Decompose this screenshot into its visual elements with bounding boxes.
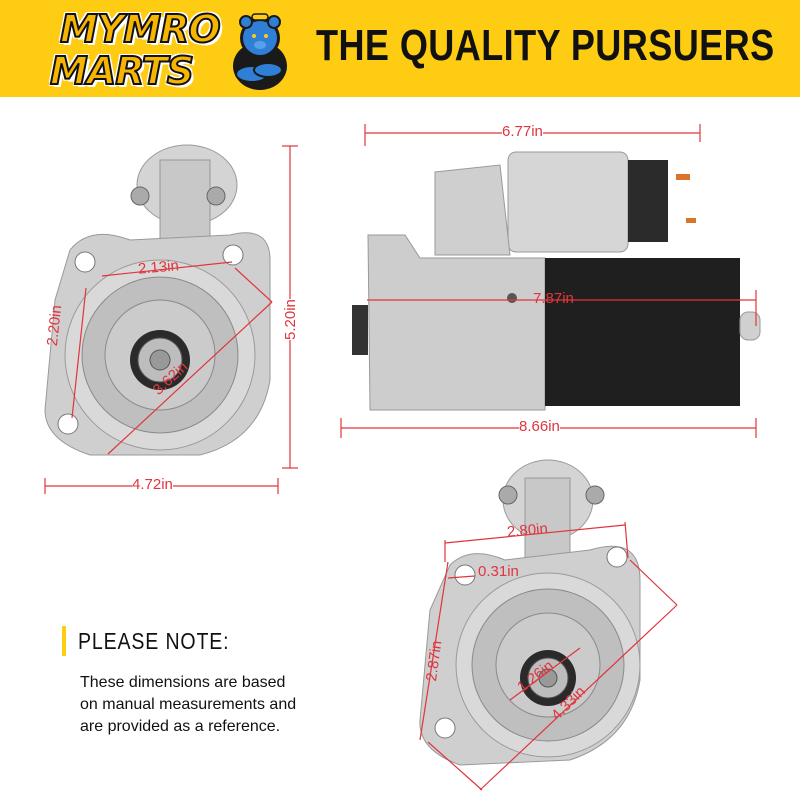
dim-detail-hole-diameter: 0.31in [478, 563, 519, 580]
dim-detail-bolt-spacing: 2.80in [506, 520, 549, 541]
header-banner: MYMRO MARTS THE QUALITY PURSUERS [0, 0, 800, 97]
dim-side-solenoid-length: 6.77in [502, 123, 543, 140]
note-accent-bar [62, 626, 66, 656]
brand-logo: MYMRO MARTS [49, 6, 287, 94]
dim-side-body-length: 7.87in [533, 290, 574, 307]
dim-side-overall-length: 8.66in [519, 418, 560, 435]
brand-logo-text: MYMRO MARTS [49, 6, 222, 93]
tagline: THE QUALITY PURSUERS [316, 21, 775, 70]
note-line: are provided as a reference. [80, 718, 281, 735]
detail-dimension-lines [419, 521, 678, 791]
note-title: PLEASE NOTE: [78, 628, 230, 654]
dim-front-total-width: 4.72in [132, 476, 173, 493]
front-view-detail-starter [419, 459, 641, 766]
front-view-starter [44, 144, 271, 456]
note-line: on manual measurements and [80, 696, 297, 713]
side-view-starter [352, 151, 761, 411]
note-line: These dimensions are based [80, 674, 286, 691]
brand-line-2: MARTS [49, 49, 195, 93]
note-body: These dimensions are based on manual mea… [80, 672, 380, 738]
dim-front-total-height: 5.20in [282, 299, 299, 340]
brand-line-1: MYMRO [59, 7, 222, 51]
dim-front-bolt-spacing: 2.13in [137, 257, 180, 278]
bear-mascot-icon [233, 13, 287, 90]
